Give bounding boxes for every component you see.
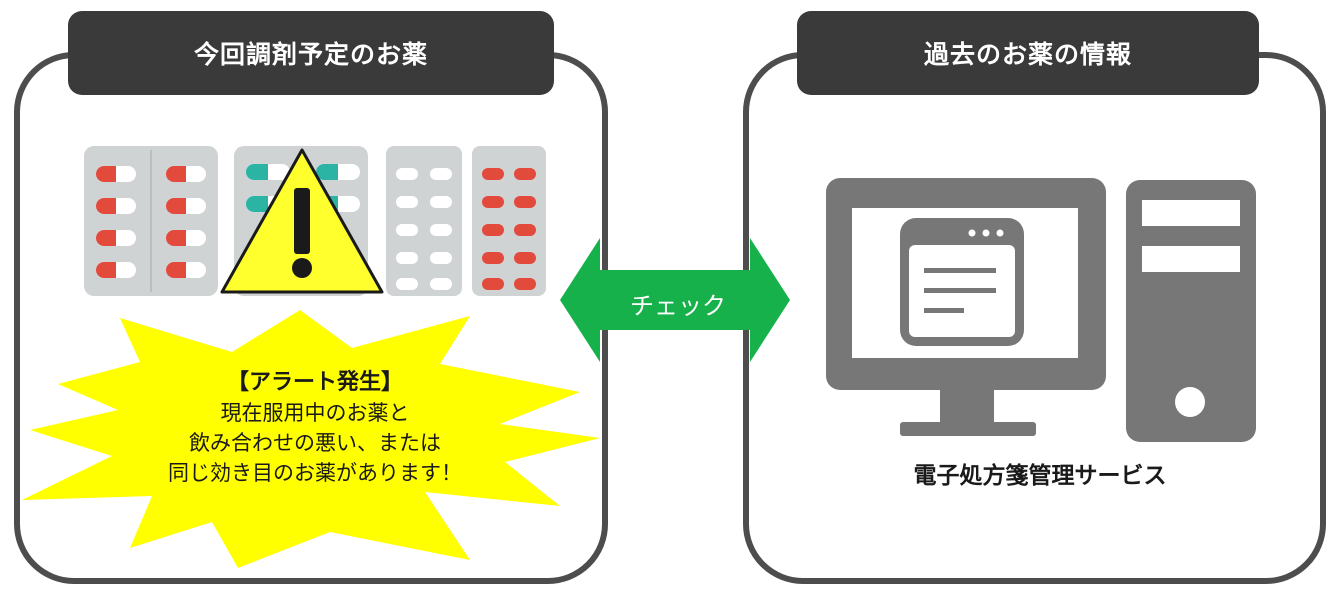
alert-line-2: 飲み合わせの悪い、または: [189, 431, 441, 455]
desktop-computer-icon: [826, 178, 1256, 442]
check-label: チェック: [630, 292, 726, 320]
alert-line-1: 現在服用中のお薬と: [220, 401, 410, 425]
warning-triangle-icon: [220, 148, 384, 294]
blister-pack-icon: [84, 146, 218, 296]
check-double-arrow: [560, 238, 790, 362]
past-medication-title: 過去のお薬の情報: [797, 11, 1259, 95]
blister-pack-icon: [386, 146, 462, 296]
alert-line-3: 同じ効き目のお薬があります！: [168, 461, 462, 485]
alert-message: 【アラート発生】 現在服用中のお薬と 飲み合わせの悪い、または 同じ効き目のお薬…: [110, 368, 520, 488]
alert-starburst: [22, 310, 600, 568]
alert-title: 【アラート発生】: [226, 370, 403, 395]
current-medication-title: 今回調剤予定のお薬: [68, 11, 554, 95]
service-label: 電子処方箋管理サービス: [913, 463, 1167, 489]
blister-pack-icon: [472, 146, 546, 296]
